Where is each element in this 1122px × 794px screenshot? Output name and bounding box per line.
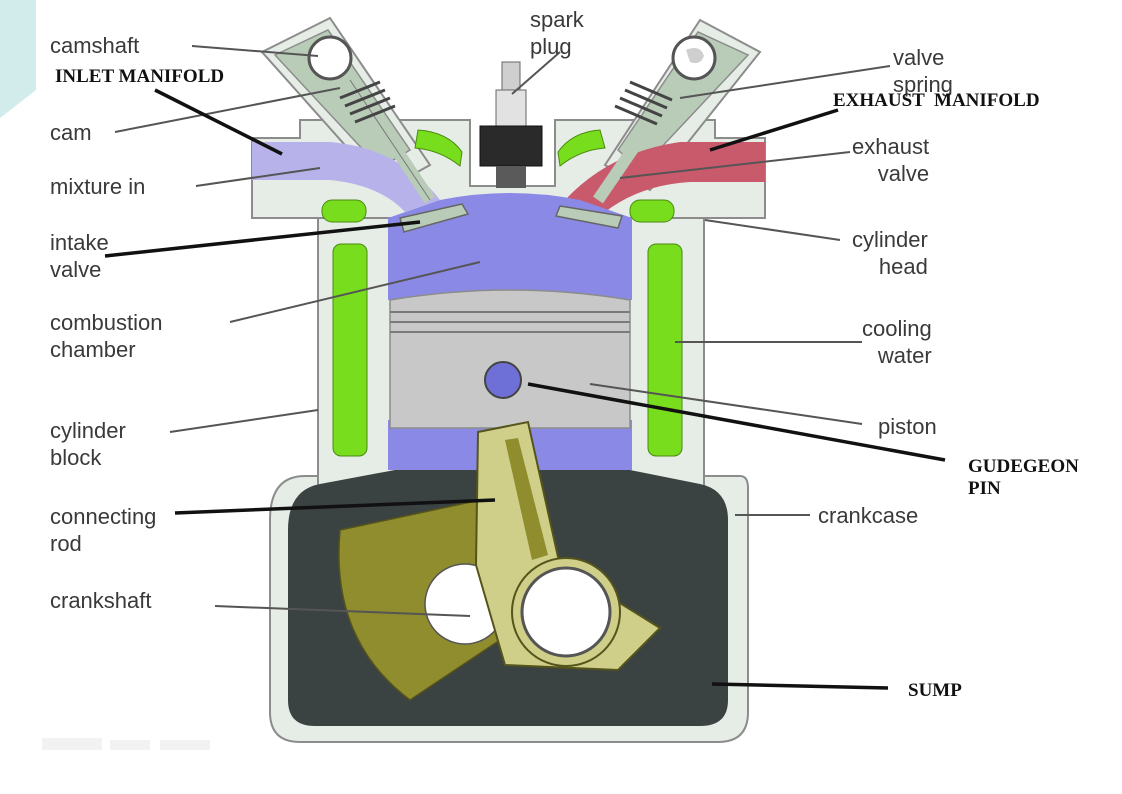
label-cylinder-block: cylinder block [50, 418, 126, 470]
cam-leader [114, 87, 341, 133]
camshaft-leader [191, 45, 319, 57]
crankshaft-leader [214, 605, 471, 617]
mixture-in-leader [195, 167, 321, 187]
label-mixture-in: mixture in [50, 174, 146, 199]
exhaust-valve-leader [619, 151, 851, 179]
cylinder-block-leader [169, 409, 319, 433]
inlet-manifold-leader [154, 88, 283, 156]
watermark-remnant [42, 738, 210, 750]
spark-plug-thread [496, 166, 526, 188]
valve-spring-leader [679, 65, 891, 99]
annotation-inlet-manifold: INLET MANIFOLD [55, 66, 225, 87]
slide-accent-decoration [0, 0, 36, 118]
spark-plug-terminal [501, 61, 521, 93]
label-connecting-rod: connecting rod [50, 504, 157, 556]
intake-valve-spring [339, 80, 396, 124]
label-piston: piston [878, 414, 937, 439]
label-cooling-water: cooling water [862, 316, 932, 368]
connecting-rod-groove [505, 438, 548, 560]
exhaust-cam-lobe-icon [686, 48, 704, 64]
label-crankcase: crankcase [818, 503, 919, 528]
big-end-bore [520, 566, 612, 658]
exhaust-manifold-leader [709, 108, 839, 152]
head-cooling-passage-small-left [321, 199, 367, 223]
spark-plug-insulator [495, 89, 527, 129]
water-jacket-left [332, 243, 368, 457]
spark-plug-hex [479, 125, 543, 167]
annotation-gudgeon-pin: GUDEGEON PIN [968, 456, 1079, 499]
piston-leader [589, 383, 863, 425]
exhaust-valve-spring [614, 80, 673, 126]
gudgeon-pin-leader [527, 382, 946, 462]
sump-leader [711, 682, 889, 690]
annotation-exhaust-manifold: EXHAUST MANIFOLD [833, 90, 1040, 111]
annotation-sump: SUMP [908, 680, 962, 701]
intake-valve-head [399, 203, 470, 233]
label-cylinder-head: cylinder head [852, 227, 928, 279]
combustion-chamber-leader [229, 261, 481, 323]
label-crankshaft: crankshaft [50, 588, 152, 613]
intake-valve-leader [104, 220, 421, 258]
label-combustion-chamber: combustion chamber [50, 310, 163, 362]
exhaust-valve-head [554, 205, 623, 229]
intake-camshaft [307, 35, 353, 81]
label-cam: cam [50, 120, 92, 145]
label-exhaust-valve: exhaust valve [852, 134, 930, 186]
spark-plug-leader [511, 51, 561, 95]
head-cooling-passage-small-right [629, 199, 675, 223]
head-cooling-passage-left [414, 129, 463, 167]
water-jacket-right [647, 243, 683, 457]
head-cooling-passage-right [557, 129, 606, 167]
piston [389, 289, 631, 429]
exhaust-valve-stem [593, 76, 685, 204]
label-camshaft: camshaft [50, 33, 140, 58]
exhaust-port [565, 142, 765, 212]
gudgeon-pin [484, 361, 522, 399]
combustion-chamber [388, 193, 632, 300]
label-intake-valve: intake valve [50, 230, 109, 282]
connecting-rod-leader [174, 498, 496, 515]
label-spark-plug: spark plug [530, 7, 584, 59]
inlet-port [252, 142, 440, 212]
label-valve-spring: valve spring [893, 45, 953, 97]
cylinder-head-leader [704, 219, 841, 241]
black-annotation-lines [104, 88, 946, 690]
grey-leader-lines [114, 45, 891, 617]
